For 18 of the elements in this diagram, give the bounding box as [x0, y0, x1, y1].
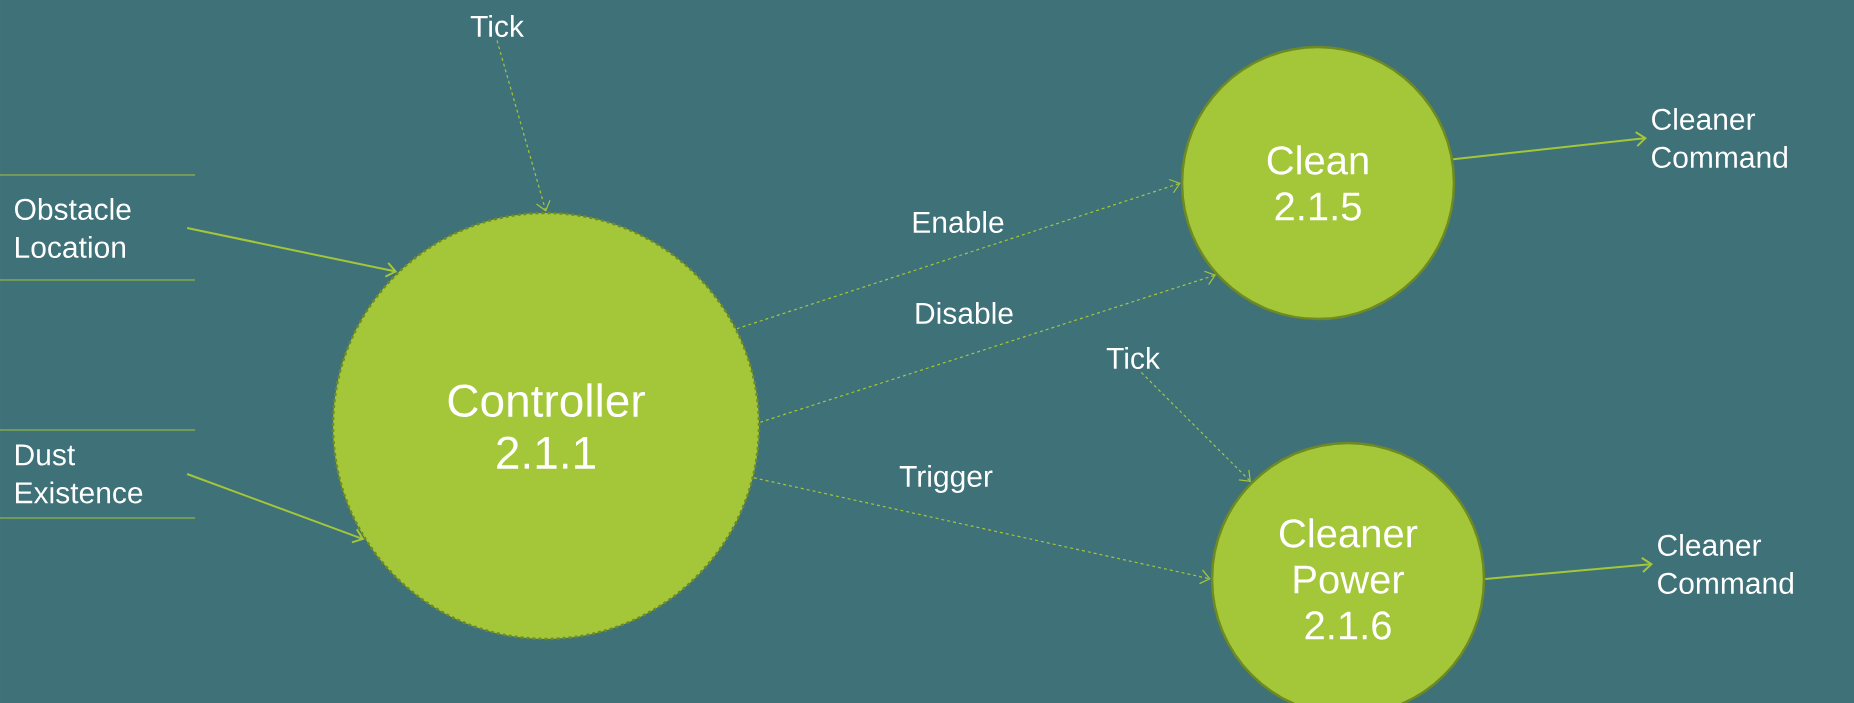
arrow: [736, 178, 1181, 330]
data-store: Obstacle Location: [0, 174, 196, 281]
arrow: [753, 477, 1211, 585]
edge-label: Enable: [909, 208, 1007, 235]
arrow: [1452, 131, 1647, 161]
edge-label: Disable: [912, 299, 1017, 326]
arrow: [759, 270, 1216, 423]
signal-label: Tick: [1106, 346, 1160, 369]
signal-label: Tick: [470, 14, 524, 37]
arrow: [1484, 556, 1653, 580]
edge-label: Trigger: [897, 463, 995, 495]
arrow: [186, 227, 398, 278]
external-entity: Cleaner Command: [1652, 107, 1787, 168]
arrow: [186, 473, 365, 544]
data-store: Dust Existence: [0, 429, 196, 519]
arrow: [496, 39, 551, 212]
arrow: [1140, 371, 1251, 482]
external-entity: Cleaner Command: [1658, 533, 1793, 594]
